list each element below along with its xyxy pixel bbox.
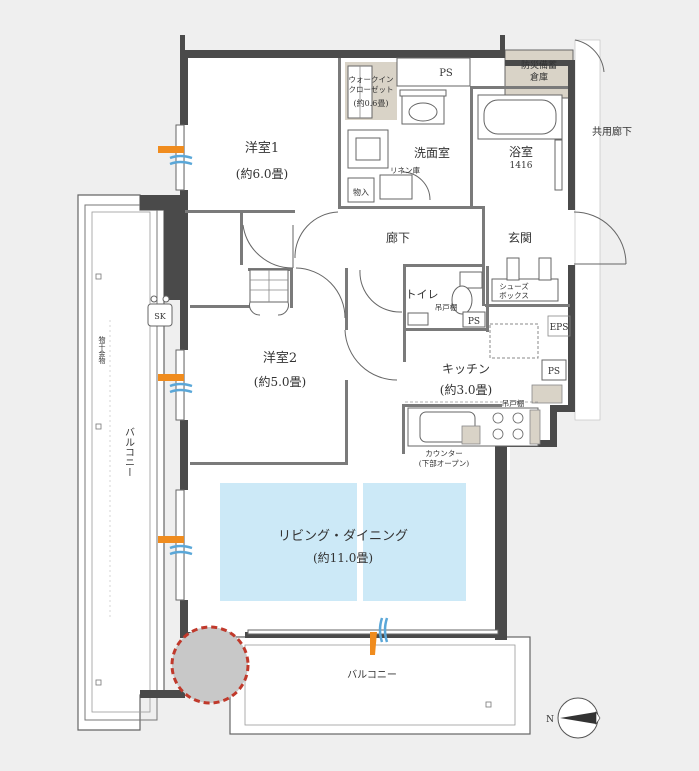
- doors: [242, 39, 627, 381]
- sk-label: SK: [154, 312, 166, 321]
- airflow-icon-balcony: [370, 617, 389, 655]
- kitchen-name: キッチン: [442, 362, 490, 376]
- compass-icon: [557, 697, 601, 739]
- monohoshi-label: 物干金物: [98, 335, 106, 365]
- balcony-side: [77, 194, 165, 731]
- airflow-icon-living: [158, 536, 193, 556]
- tsuridana-toilet-label: 吊戸棚: [435, 302, 458, 312]
- balcony-bottom-name: バルコニー: [347, 669, 397, 681]
- living-floor-highlight: [220, 483, 466, 601]
- labels: 洋室1 (約6.0畳) 洋室2 (約5.0畳) リビング・ダイニング (約11.…: [98, 59, 632, 725]
- partitions: [185, 58, 570, 465]
- linen-label: リネン庫: [390, 165, 420, 175]
- north-label: N: [546, 715, 554, 725]
- wic-line2: クローゼット: [349, 84, 394, 94]
- living-area: (約11.0畳): [313, 550, 373, 565]
- ps-kitchen-label: PS: [548, 367, 560, 377]
- balcony-bottom: [229, 636, 531, 735]
- shoes-line2: ボックス: [499, 291, 529, 300]
- airflow-icon-western1: [158, 146, 193, 166]
- ps-toilet-label: PS: [468, 317, 480, 327]
- storage-line1: 防災備蓄: [521, 59, 557, 71]
- entrance-name: 玄関: [508, 230, 532, 245]
- western2-name: 洋室2: [263, 350, 297, 366]
- airflow-markers: [158, 146, 389, 655]
- bath-name: 浴室: [509, 144, 533, 159]
- toilet-name: トイレ: [406, 288, 439, 301]
- fixtures: [147, 57, 571, 447]
- counter-line2: (下部オープン): [419, 458, 469, 468]
- wic-line1: ウォークイン: [349, 75, 394, 84]
- airflow-icon-western2: [158, 374, 193, 394]
- western2-area: (約5.0畳): [254, 374, 306, 389]
- eps-label: EPS: [550, 323, 569, 333]
- washroom-name: 洗面室: [414, 145, 450, 160]
- balcony-side-name: バルコニー: [123, 427, 135, 477]
- shoes-line1: シューズ: [499, 281, 529, 291]
- ps-top-label: PS: [439, 68, 453, 79]
- living-name: リビング・ダイニング: [278, 529, 408, 544]
- common-corridor-name: 共用廊下: [592, 125, 632, 138]
- wic-area: (約0.6畳): [354, 98, 389, 108]
- western1-name: 洋室1: [245, 140, 279, 156]
- monoire-label: 物入: [353, 187, 369, 197]
- western1-area: (約6.0畳): [236, 166, 288, 181]
- tsuridana-kitchen-label: 吊戸棚: [502, 398, 525, 408]
- hallway-name: 廊下: [386, 230, 410, 245]
- marked-column: [170, 625, 250, 705]
- bath-size: 1416: [510, 161, 533, 171]
- emergency-storage: [504, 49, 574, 99]
- kitchen-area: (約3.0畳): [440, 382, 492, 397]
- storage-line2: 倉庫: [530, 71, 548, 83]
- counter-line1: カウンター: [425, 449, 463, 458]
